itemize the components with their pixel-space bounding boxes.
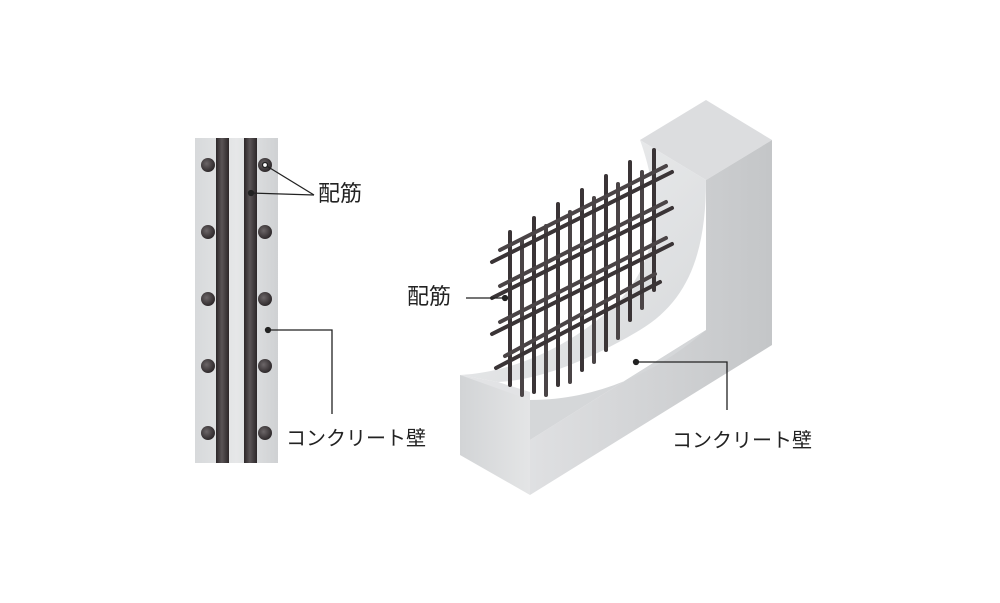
section-rebar-dots-left: [201, 158, 215, 440]
wall-section: [195, 138, 333, 463]
section-rebar-bar-right: [244, 138, 257, 463]
section-rebar-leader: [247, 161, 315, 197]
section-concrete-label: コンクリート壁: [286, 426, 426, 450]
iso-rebar-leader: [466, 294, 509, 302]
iso-rebar-label: 配筋: [407, 285, 452, 310]
section-rebar-bar-left: [216, 138, 229, 463]
iso-base-right: [530, 330, 706, 440]
iso-wall-side: [530, 140, 772, 495]
iso-rebar-mesh: [490, 148, 674, 397]
iso-wall: [460, 100, 772, 495]
section-concrete-leader: [264, 326, 333, 414]
section-rebar-label: 配筋: [318, 182, 363, 207]
iso-base-front: [460, 375, 530, 495]
iso-concrete-leader: [632, 358, 728, 410]
iso-concrete-label: コンクリート壁: [672, 428, 812, 452]
section-rebar-dots-right: [258, 158, 272, 440]
iso-curved-face: [460, 140, 706, 382]
